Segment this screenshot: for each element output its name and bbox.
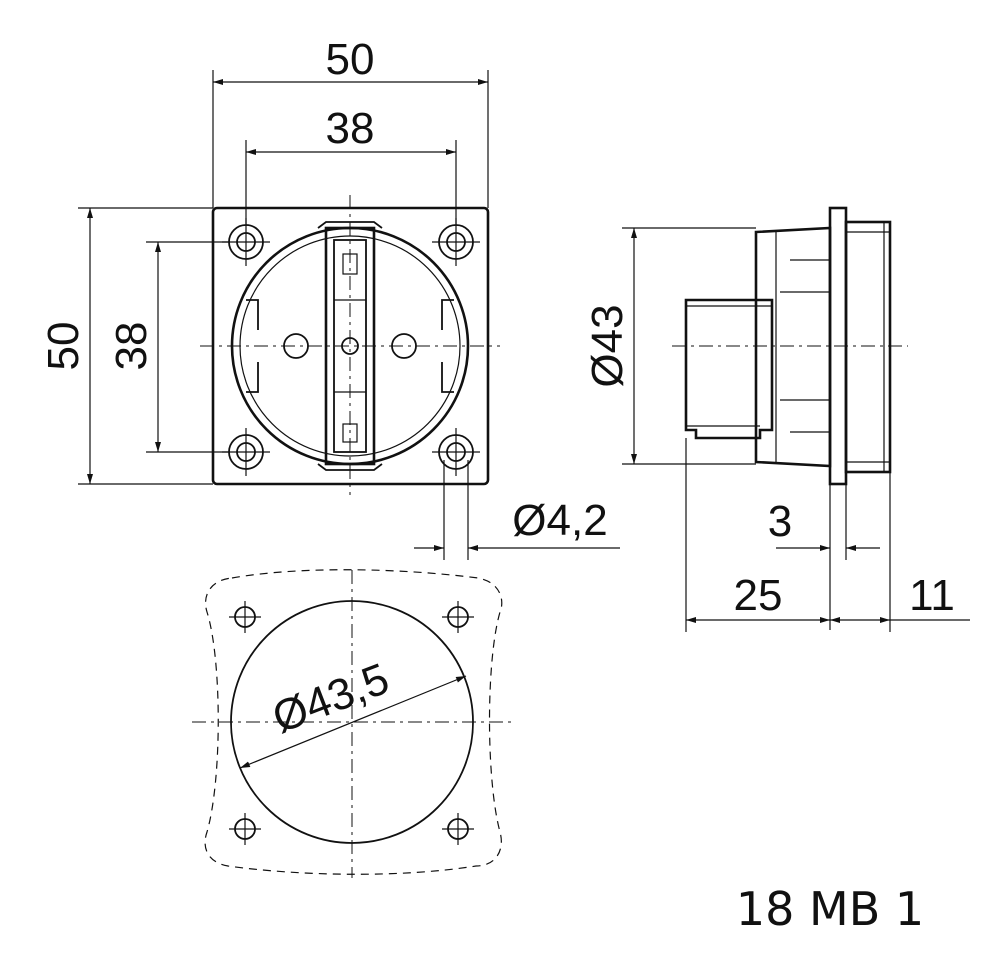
cutout-hole [442,813,474,845]
part-code: 18 MB 1 [736,882,924,936]
dim-height-inner: 38 [107,322,156,371]
front-collar [844,220,892,474]
rear-box [684,298,774,440]
cutout-circle [230,600,474,844]
dim-cutout-diameter: Ø43,5 [266,654,395,743]
earth-contact [317,221,383,471]
dim-depth-front: 11 [909,571,955,620]
dim-flange: 3 [768,497,792,546]
dim-depth-rear: 25 [734,571,783,620]
cutout-hole [229,601,261,633]
dim-height-outer: 50 [39,322,88,371]
screw-hole [432,218,480,266]
dim-width-outer: 50 [326,35,375,84]
cutout-outline [204,569,503,875]
dim-hole-diameter: Ø4,2 [512,496,607,545]
cutout-hole [442,601,474,633]
cutout-view: Ø43,5 [192,569,512,878]
cutout-hole [229,813,261,845]
dim-body-diameter: Ø43 [583,304,632,387]
front-view: 50 38 50 38 Ø4,2 [39,35,620,560]
center-mark [341,337,359,355]
pin-hole [283,333,309,359]
screw-hole [432,428,480,476]
dim-width-inner: 38 [326,104,375,153]
side-view: Ø43 3 25 11 [583,206,970,632]
pin-hole [391,333,417,359]
